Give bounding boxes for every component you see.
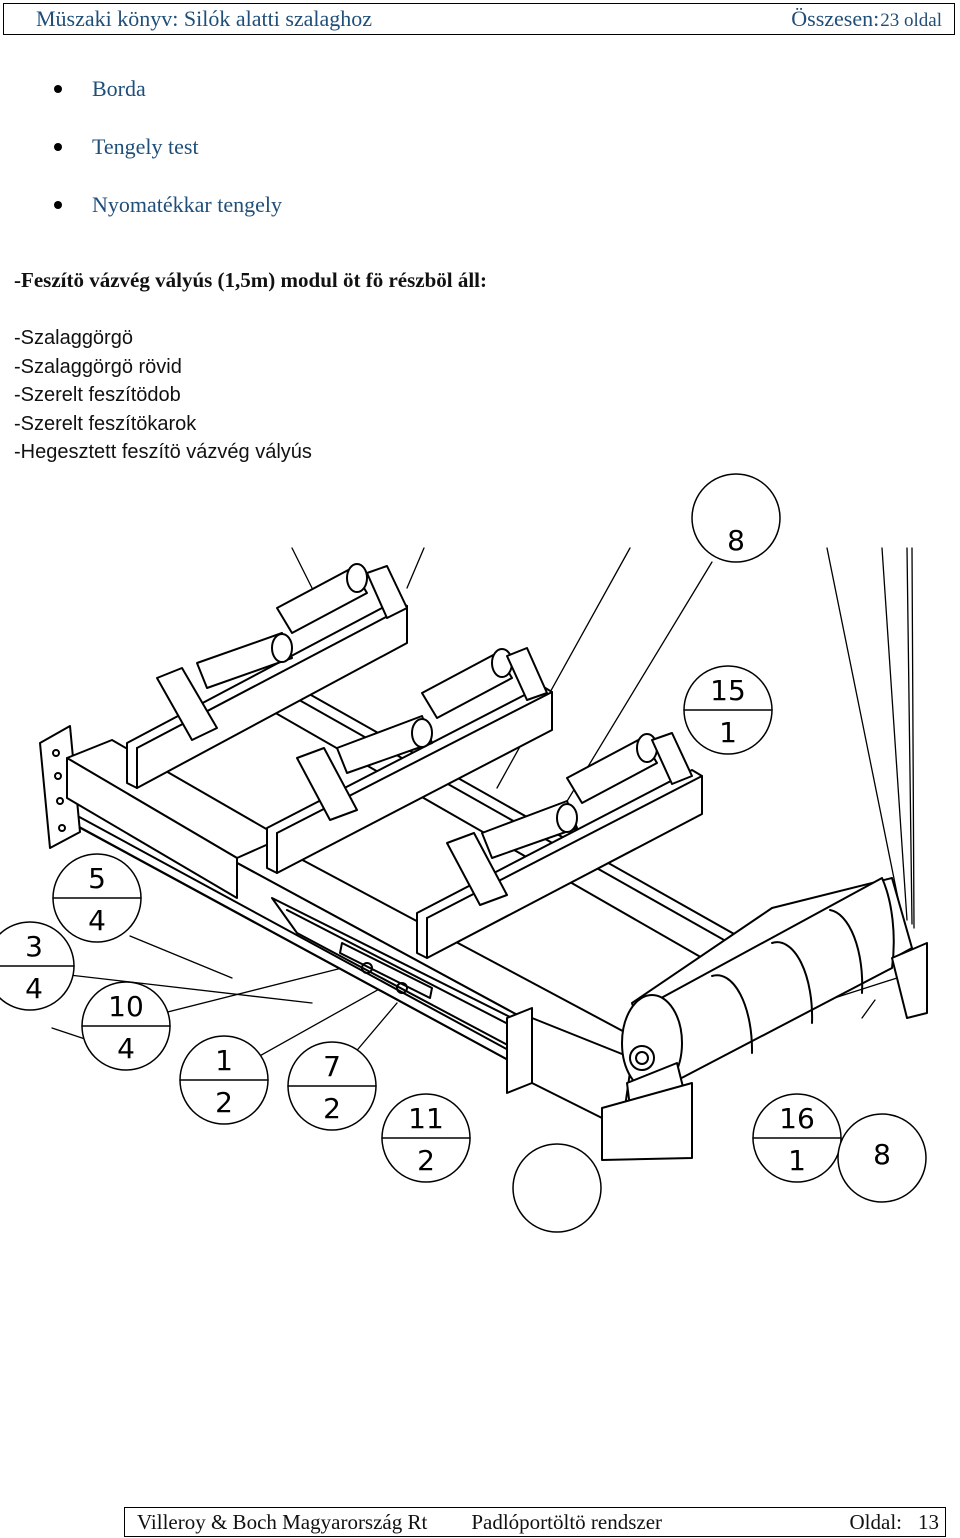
callout-bubble: 1 2 [179, 1035, 269, 1125]
part-item: -Hegesztett feszítö vázvég vályús [14, 441, 312, 463]
part-item: -Szalaggörgö [14, 327, 133, 349]
bullet-text: Nyomatékkar tengely [92, 192, 282, 217]
parts-list: -Szalaggörgö -Szalaggörgö rövid -Szerelt… [14, 324, 312, 467]
page-footer: Villeroy & Boch Magyarország Rt Padlópor… [124, 1507, 946, 1537]
cross-member [66, 739, 283, 899]
callout-top: 8 [873, 1138, 891, 1171]
document-title: Müszaki könyv: Silók alatti szalaghoz [36, 6, 373, 31]
callout-bubble: 11 2 [381, 1093, 471, 1183]
callout-top: 11 [408, 1102, 444, 1135]
callout-top: 5 [88, 862, 106, 895]
callout-bubble: 7 2 [287, 1041, 377, 1131]
bullet-item: Borda [50, 60, 282, 118]
conveyor-tail-drawing: 15 1 5 4 3 4 10 4 [0, 473, 928, 1233]
callout-bubble-partial [512, 1143, 602, 1233]
bullet-icon [54, 201, 62, 209]
callout-bottom: 4 [88, 904, 106, 937]
section-title: -Feszítö vázvég vályús (1,5m) modul öt f… [14, 268, 488, 292]
page-total-value: 23 oldal [880, 10, 942, 31]
bullet-item: Nyomatékkar tengely [50, 176, 282, 234]
technical-drawing-svg: 15 1 5 4 3 4 10 4 [0, 473, 928, 1233]
page-total-label: Összesen: [791, 6, 880, 31]
idler-station-2 [266, 647, 553, 874]
bullet-item: Tengely test [50, 118, 282, 176]
callouts: 15 1 5 4 3 4 10 4 [0, 473, 927, 1233]
callout-bubble: 8 [691, 473, 781, 563]
callout-bubble: 8 [837, 1113, 927, 1203]
bullet-text: Borda [92, 76, 146, 101]
callout-bubble: 15 1 [683, 665, 773, 755]
callout-bubble: 5 4 [52, 853, 142, 943]
callout-top: 16 [779, 1102, 815, 1135]
callout-bottom: 2 [417, 1144, 435, 1177]
bullet-icon [54, 143, 62, 151]
take-up-arm [271, 897, 633, 1129]
part-item: -Szerelt feszítökarok [14, 412, 197, 435]
callout-top: 15 [710, 674, 746, 707]
page-total: Összesen: 23 oldal [791, 6, 942, 32]
footer-company: Villeroy & Boch Magyarország Rt [137, 1509, 428, 1534]
callout-bottom: 4 [117, 1032, 135, 1065]
footer-page-label: Oldal: [849, 1509, 903, 1534]
footer-page: Oldal: 13 [850, 1510, 940, 1535]
part-item: -Szerelt feszítödob [14, 384, 181, 406]
footer-page-number: 13 [918, 1509, 939, 1534]
page-header: Müszaki könyv: Silók alatti szalaghoz Ös… [3, 3, 955, 35]
callout-bottom: 4 [25, 972, 43, 1005]
callout-top: 1 [215, 1044, 233, 1077]
callout-top: 10 [108, 990, 144, 1023]
idler-station-3 [416, 732, 703, 959]
callout-bottom: 1 [788, 1144, 806, 1177]
callout-bubble: 3 4 [0, 921, 75, 1011]
part-item: -Szalaggörgö rövid [14, 355, 182, 378]
callout-top: 8 [727, 524, 745, 557]
callout-bubble: 16 1 [752, 1093, 842, 1183]
tail-pulley-drum [601, 877, 928, 1161]
footer-system: Padlóportöltö rendszer [471, 1509, 663, 1534]
callout-bottom: 1 [719, 716, 737, 749]
bullet-text: Tengely test [92, 134, 199, 159]
component-bullet-list: Borda Tengely test Nyomatékkar tengely [50, 60, 282, 234]
callout-bottom: 2 [215, 1086, 233, 1119]
idler-station-1 [126, 563, 408, 789]
callout-top: 3 [25, 930, 43, 963]
callout-bottom: 2 [323, 1092, 341, 1125]
callout-top: 7 [323, 1050, 341, 1083]
callout-bubble: 10 4 [81, 981, 171, 1071]
leader-lines [51, 547, 915, 1094]
bullet-icon [54, 85, 62, 93]
